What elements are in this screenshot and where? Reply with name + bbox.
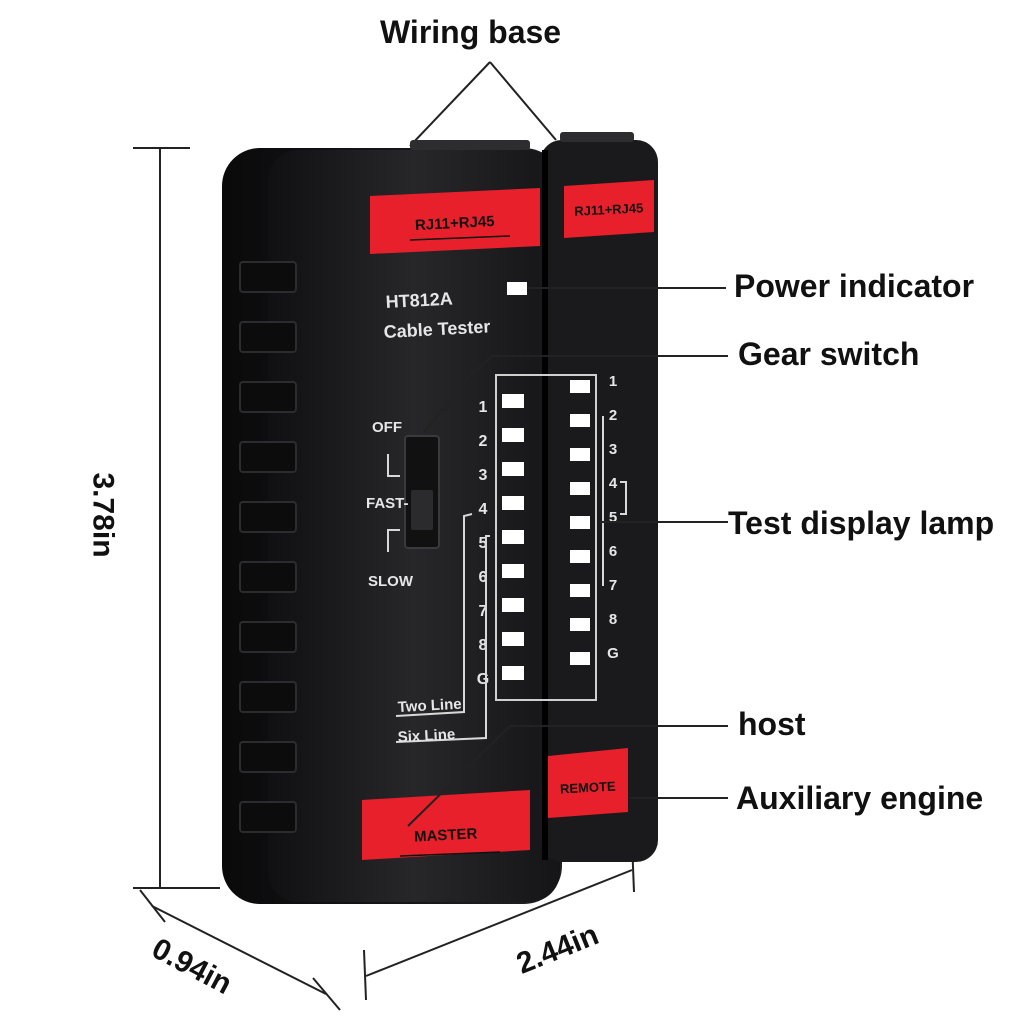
remote-top-label-plate bbox=[564, 180, 654, 238]
switch-fast-label: FAST- bbox=[366, 495, 409, 512]
master-bottom-label: MASTER bbox=[414, 825, 478, 845]
remote-pin-label: 6 bbox=[609, 543, 617, 560]
test-display-lamp-callout: Test display lamp bbox=[728, 505, 995, 541]
height-dimension-label: 3.78in bbox=[86, 472, 120, 558]
master-bottom-label-plate bbox=[362, 790, 530, 860]
power-indicator-led bbox=[507, 282, 527, 295]
pin-brackets bbox=[395, 416, 627, 743]
remote-bottom-label: REMOTE bbox=[560, 779, 617, 797]
side-grip-ridges bbox=[239, 261, 297, 833]
master-lamp bbox=[502, 666, 524, 680]
remote-bottom-label-plate bbox=[548, 748, 628, 818]
gear-switch-callout: Gear switch bbox=[738, 336, 920, 372]
master-pin-label: 8 bbox=[479, 637, 488, 654]
master-pin-label: 6 bbox=[479, 569, 488, 586]
master-lamp bbox=[502, 428, 524, 442]
remote-top-label: RJ11+RJ45 bbox=[574, 200, 644, 219]
remote-lamp-column bbox=[570, 380, 590, 665]
master-pin-label: 7 bbox=[479, 603, 488, 620]
remote-lamp bbox=[570, 482, 590, 495]
remote-lamp bbox=[570, 652, 590, 665]
master-lamp bbox=[502, 530, 524, 544]
master-rj-port bbox=[410, 140, 530, 150]
switch-markers bbox=[387, 454, 400, 552]
master-lamp bbox=[502, 496, 524, 510]
gear-switch[interactable] bbox=[404, 435, 440, 549]
remote-pin-label: G bbox=[607, 645, 619, 662]
height-dimension-line bbox=[133, 147, 220, 889]
callout-pointers bbox=[407, 287, 728, 827]
remote-rj-port bbox=[560, 132, 634, 142]
master-lamp bbox=[502, 632, 524, 646]
switch-off-label: OFF bbox=[372, 419, 402, 436]
master-pin-label: 2 bbox=[479, 433, 488, 450]
remote-lamp bbox=[570, 550, 590, 563]
remote-pin-label: 3 bbox=[609, 441, 617, 458]
master-lamp bbox=[502, 598, 524, 612]
wiring-base-callout: Wiring base bbox=[380, 14, 562, 50]
master-pin-label: 5 bbox=[479, 535, 488, 552]
depth-dimension-line bbox=[139, 889, 341, 1011]
master-lamp-column bbox=[502, 394, 524, 680]
remote-pin-label: 5 bbox=[609, 509, 617, 526]
two-line-label: Two Line bbox=[397, 696, 462, 716]
master-pin-label: 3 bbox=[479, 467, 488, 484]
master-lamp bbox=[502, 564, 524, 578]
test-display-lamp-frame bbox=[495, 374, 597, 701]
master-pin-label: G bbox=[477, 671, 489, 688]
remote-pin-label: 2 bbox=[609, 407, 617, 424]
remote-lamp bbox=[570, 584, 590, 597]
remote-lamp bbox=[570, 516, 590, 529]
remote-pin-label: 8 bbox=[609, 611, 617, 628]
six-line-label: Six Line bbox=[397, 726, 455, 746]
auxiliary-engine-callout: Auxiliary engine bbox=[736, 780, 984, 816]
wiring-base-pointer bbox=[409, 61, 557, 147]
remote-pin-label: 1 bbox=[609, 373, 617, 390]
power-indicator-callout: Power indicator bbox=[734, 268, 975, 304]
remote-lamp bbox=[570, 380, 590, 393]
remote-pin-label: 7 bbox=[609, 577, 617, 594]
switch-slow-label: SLOW bbox=[368, 573, 414, 590]
master-pin-label: 4 bbox=[479, 501, 488, 518]
remote-lamp bbox=[570, 618, 590, 631]
master-lamp bbox=[502, 394, 524, 408]
model-name: HT812A bbox=[385, 289, 453, 312]
remote-unit bbox=[540, 140, 658, 862]
remote-lamp bbox=[570, 414, 590, 427]
master-lamp bbox=[502, 462, 524, 476]
remote-lamp bbox=[570, 448, 590, 461]
remote-pin-label: 4 bbox=[609, 475, 618, 492]
host-callout: host bbox=[738, 706, 806, 742]
master-pin-label: 1 bbox=[479, 399, 488, 416]
master-top-label-plate bbox=[370, 188, 540, 254]
master-top-label: RJ11+RJ45 bbox=[415, 213, 495, 234]
